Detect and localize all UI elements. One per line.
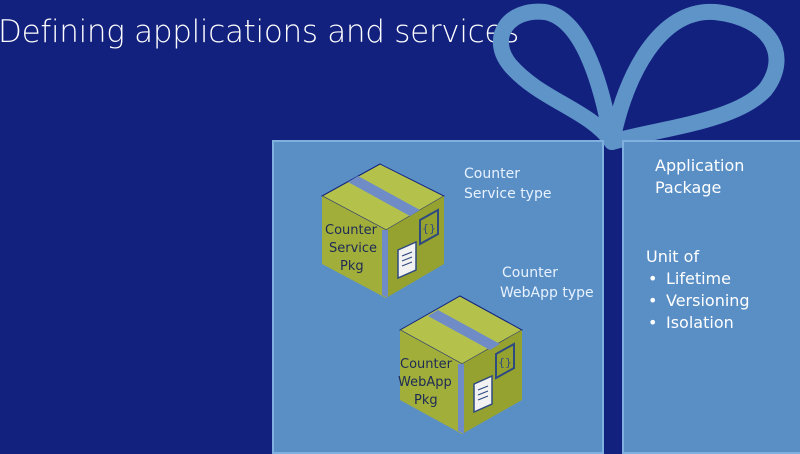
service-pkg-label-3: Pkg — [340, 259, 364, 274]
webapp-pkg-label-2: WebApp — [398, 375, 452, 390]
unit-of-label: Unit of — [646, 247, 700, 266]
braces-config-icon: {} — [495, 342, 515, 380]
webapp-pkg-label-3: Pkg — [414, 393, 438, 408]
svg-text:{}: {} — [498, 356, 512, 369]
document-icon — [397, 240, 417, 280]
gift-bow-icon — [492, 3, 785, 150]
service-type-label: Counter Service type — [464, 166, 552, 202]
slide-title: Defining applications and services — [0, 14, 520, 50]
bullet-isolation: Isolation — [646, 312, 750, 334]
webapp-pkg-label-1: Counter — [400, 357, 453, 372]
bullet-versioning: Versioning — [646, 290, 750, 312]
unit-of-bullets: Lifetime Versioning Isolation — [646, 268, 750, 334]
svg-text:{}: {} — [422, 222, 436, 235]
webapp-package-cube: {} Counter WebApp Pkg — [398, 295, 524, 434]
document-icon — [473, 374, 493, 414]
webapp-type-label: Counter WebApp type — [500, 265, 594, 301]
braces-config-icon: {} — [419, 208, 439, 246]
service-pkg-label-2: Service — [329, 241, 377, 256]
service-package-cube: {} Counter Service Pkg — [320, 163, 446, 298]
bullet-lifetime: Lifetime — [646, 268, 750, 290]
service-pkg-label-1: Counter — [325, 223, 378, 238]
application-package-title: Application Package — [655, 156, 745, 197]
